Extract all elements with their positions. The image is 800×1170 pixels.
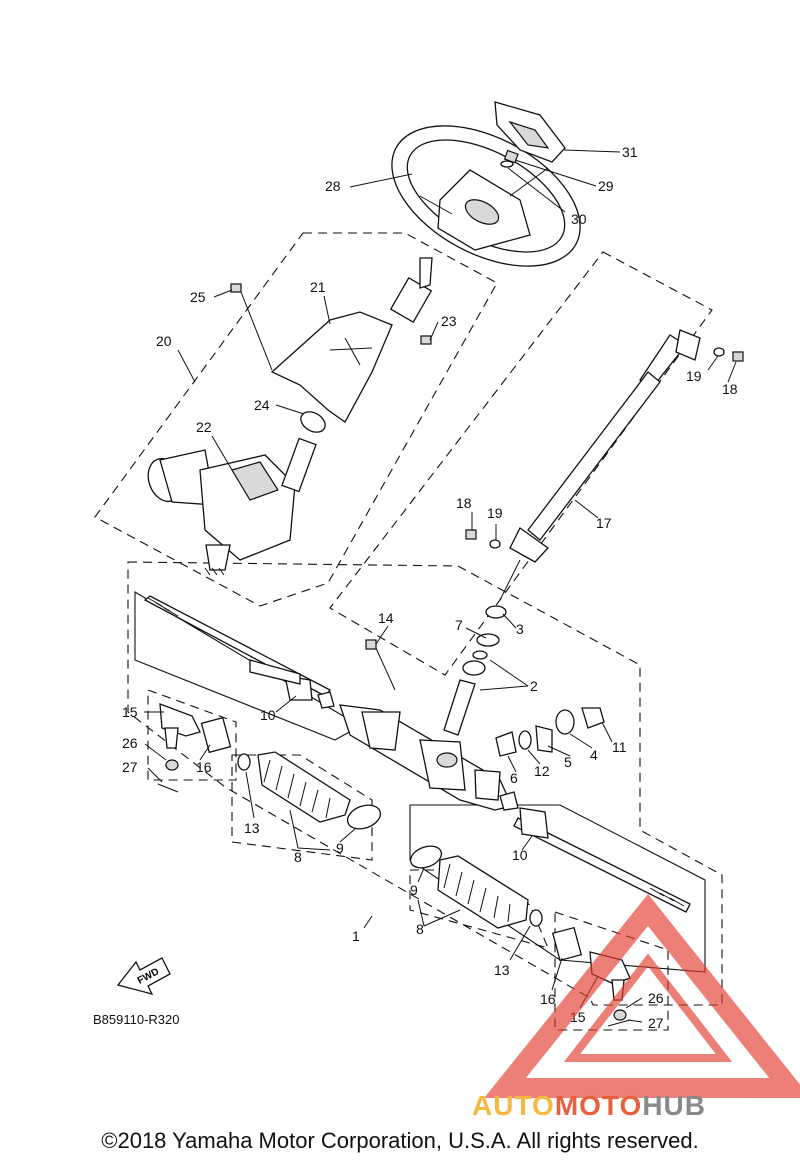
callout-7: 7 (455, 617, 463, 633)
boot-right (409, 845, 583, 962)
copyright-notice: ©2018 Yamaha Motor Corporation, U.S.A. A… (101, 1128, 699, 1153)
adjuster-parts (495, 707, 605, 757)
callout-27-right: 27 (648, 1015, 664, 1031)
brand-auto: AUTO (472, 1090, 555, 1121)
callout-21: 21 (310, 279, 326, 295)
watermark-brand: AUTOMOTOHUB (472, 1090, 706, 1121)
callout-22: 22 (196, 419, 212, 435)
brand-moto: MOTO (555, 1090, 642, 1121)
callout-8-right: 8 (416, 921, 424, 937)
eps-unit (147, 437, 317, 576)
callout-23: 23 (441, 313, 457, 329)
diagram-code: B859110-R320 (93, 1012, 180, 1027)
box-boot-left (231, 754, 373, 861)
callout-14: 14 (378, 610, 394, 626)
callout-6: 6 (510, 770, 518, 786)
column-bracket (270, 257, 433, 423)
callout-19-lower: 19 (487, 505, 503, 521)
pinion-parts (443, 605, 507, 736)
callout-19-upper: 19 (686, 368, 702, 384)
callout-27-left: 27 (122, 759, 138, 775)
fwd-arrow: FWD (116, 957, 171, 995)
callout-9-right: 9 (410, 882, 418, 898)
callout-13-left: 13 (244, 820, 260, 836)
watermark-triangle-icon (484, 893, 800, 1098)
callout-16-right: 16 (540, 991, 556, 1007)
watermark-inner-triangle-icon (563, 953, 733, 1062)
callout-28: 28 (325, 178, 341, 194)
nut-washer (500, 149, 519, 168)
callout-29: 29 (598, 178, 614, 194)
callout-20: 20 (156, 333, 172, 349)
brand-hub: HUB (642, 1090, 706, 1121)
callout-12: 12 (534, 763, 550, 779)
callout-15-left: 15 (122, 704, 138, 720)
callout-26-right: 26 (648, 990, 664, 1006)
tie-rod-end-left (157, 703, 201, 793)
tie-rod-right (499, 791, 691, 913)
rack-housing (339, 639, 513, 811)
steering-shaft (465, 329, 744, 601)
box-gear-group (127, 561, 723, 1006)
callout-8-left: 8 (294, 849, 302, 865)
callout-11: 11 (612, 739, 627, 755)
steering-wheel (391, 125, 581, 267)
callout-31: 31 (622, 144, 638, 160)
callout-25: 25 (190, 289, 206, 305)
callout-17: 17 (596, 515, 612, 531)
callout-13-right: 13 (494, 962, 510, 978)
small-fasteners-top (230, 283, 432, 433)
callout-18-upper: 18 (722, 381, 738, 397)
callout-9-left: 9 (336, 840, 344, 856)
callout-16-left: 16 (196, 759, 212, 775)
callout-30: 30 (571, 211, 587, 227)
callout-leaders (144, 149, 737, 1023)
callout-24: 24 (254, 397, 270, 413)
horn-cover (494, 101, 566, 163)
group-boxes (94, 232, 723, 1031)
box-shaft-group (329, 251, 713, 676)
boot-left (200, 716, 382, 830)
callout-10-right: 10 (512, 847, 528, 863)
box-outer-left (147, 689, 237, 781)
callout-26-left: 26 (122, 735, 138, 751)
callout-18-lower: 18 (456, 495, 472, 511)
callout-5: 5 (564, 754, 572, 770)
box-tie-rod-left (134, 591, 362, 741)
tie-rod-left (143, 595, 335, 709)
callout-2: 2 (530, 678, 538, 694)
callouts: 31 29 30 28 25 21 23 20 24 22 19 18 17 1… (122, 144, 738, 1031)
callout-10-left: 10 (260, 707, 276, 723)
callout-3: 3 (516, 621, 524, 637)
callout-1: 1 (352, 928, 360, 944)
callout-4: 4 (590, 747, 598, 763)
box-column-group (94, 232, 498, 607)
watermark-logo (484, 893, 800, 1098)
